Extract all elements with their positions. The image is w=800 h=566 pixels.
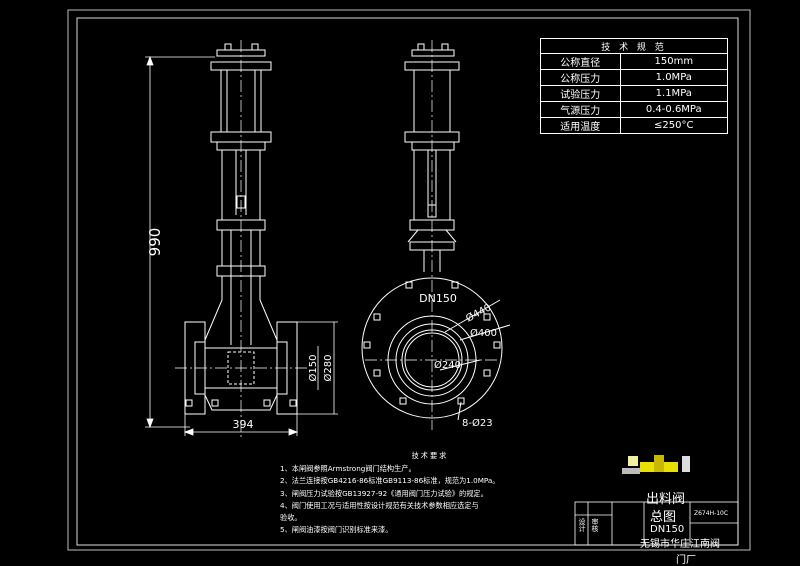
- company-name: 无锡市华庄江南阀: [640, 539, 720, 550]
- drawing-code: Z674H-10C: [694, 510, 729, 517]
- title-block: [574, 501, 739, 546]
- note-item: 4、阀门使用工况与适用性按设计规范有关技术参数相应选定与: [280, 500, 479, 510]
- spec-label: 试验压力: [540, 85, 621, 102]
- spec-value: 0.4-0.6MPa: [619, 101, 729, 118]
- dim-d440: Ø440: [464, 301, 493, 324]
- title-block-label-design: 设计: [578, 518, 586, 532]
- spec-value: 1.1MPa: [619, 85, 729, 102]
- side-view: [361, 40, 511, 430]
- title-block-label-review: 审核: [591, 518, 599, 532]
- spec-label: 公称压力: [540, 69, 621, 86]
- spec-label: 公称直径: [540, 53, 621, 70]
- note-item: 2、法兰连接按GB4216-86标准GB9113-86标准，规范为1.0MPa。: [280, 476, 500, 486]
- note-item: 验收。: [280, 513, 302, 523]
- drawing-name-2: 总图: [650, 510, 677, 525]
- note-item: 1、本闸阀参照Armstrong阀门结构生产。: [280, 464, 416, 474]
- drawing-name-1: 出料阀: [646, 492, 686, 507]
- outer-frame: [67, 9, 751, 551]
- front-view: [175, 40, 308, 440]
- note-item: 5、闸阀油漆按阀门识别标准来漆。: [280, 525, 393, 535]
- front-dimensions: [145, 55, 338, 436]
- spec-table-title: 技 术 规 范: [540, 38, 728, 54]
- label-dn: DN150: [419, 292, 457, 305]
- dim-d280: Ø280: [322, 355, 334, 382]
- dim-d400: Ø400: [470, 327, 497, 339]
- logo-graphic: [622, 455, 690, 474]
- dim-bolts: 8-Ø23: [462, 417, 493, 429]
- spec-table: 技 术 规 范 公称直径 150mm 公称压力 1.0MPa 试验压力 1.1M…: [540, 38, 729, 134]
- spec-label: 适用温度: [540, 117, 621, 134]
- spec-value: ≤250°C: [619, 117, 729, 134]
- dim-d240: Ø240: [434, 359, 461, 371]
- inner-frame: [76, 17, 739, 546]
- dim-height: 990: [146, 228, 164, 257]
- technical-notes: 技术要求 1、本闸阀参照Armstrong阀门结构生产。 2、法兰连接按GB42…: [280, 450, 580, 536]
- drawing-dn: DN150: [650, 524, 685, 535]
- dim-d150: Ø150: [307, 355, 319, 382]
- company-name-2: 门厂: [676, 555, 696, 566]
- notes-title: 技术要求: [411, 451, 449, 460]
- spec-value: 150mm: [619, 53, 729, 70]
- note-item: 3、闸阀压力试验按GB13927-92《通用阀门压力试验》的规定。: [280, 488, 488, 498]
- spec-label: 气源压力: [540, 101, 621, 118]
- spec-value: 1.0MPa: [619, 69, 729, 86]
- dim-width: 394: [233, 418, 254, 431]
